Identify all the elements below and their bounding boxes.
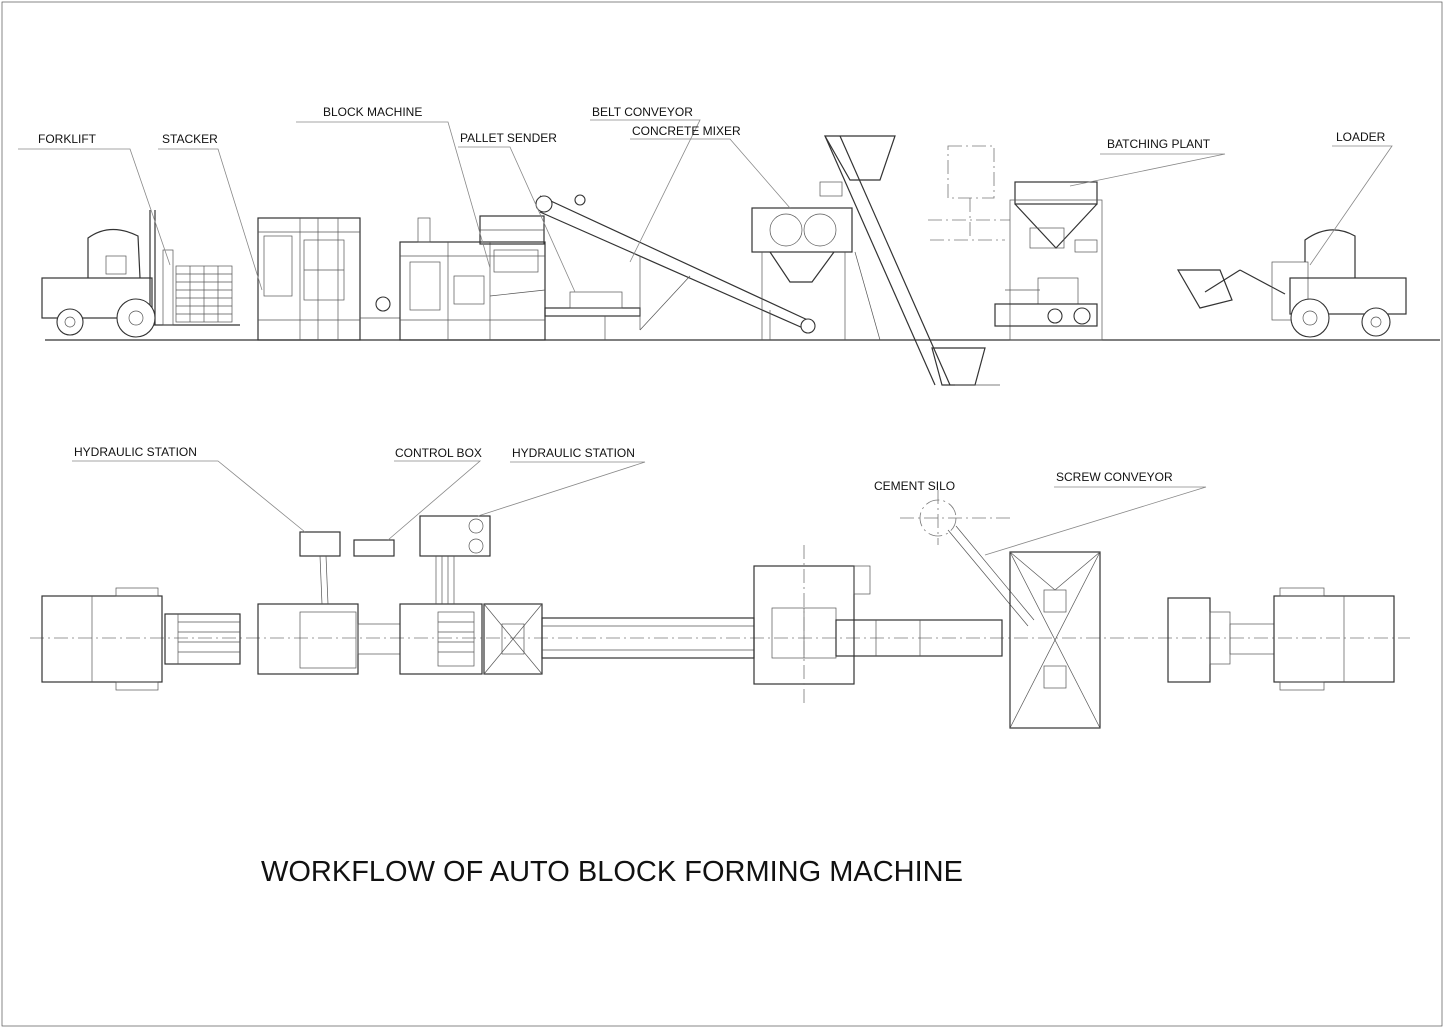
skip-hoist-drawing (823, 135, 1000, 386)
label-cement-silo: CEMENT SILO (874, 479, 955, 493)
loader-plan (1167, 587, 1395, 691)
block-machine-plan (399, 603, 543, 675)
elevation-view (18, 119, 1440, 386)
forklift-drawing (41, 210, 240, 338)
label-hydraulic-station-right: HYDRAULIC STATION (512, 446, 635, 460)
label-pallet-sender: PALLET SENDER (460, 131, 557, 145)
elevation-leaders (18, 119, 1393, 293)
plan-view (30, 460, 1410, 729)
loader-drawing (1176, 229, 1407, 338)
batching-plant-drawing (994, 181, 1103, 341)
label-screw-conveyor: SCREW CONVEYOR (1056, 470, 1173, 484)
concrete-mixer-plan (753, 545, 871, 705)
cement-silo-plan (900, 490, 1010, 545)
cement-silo-ghost (928, 145, 1010, 241)
skip-track-plan (835, 619, 1003, 657)
concrete-mixer-drawing (751, 181, 881, 341)
label-belt-conveyor: BELT CONVEYOR (592, 105, 693, 119)
label-forklift: FORKLIFT (38, 132, 97, 146)
label-hydraulic-station-left: HYDRAULIC STATION (74, 445, 197, 459)
label-control-box: CONTROL BOX (395, 446, 482, 460)
control-box-plan (353, 539, 395, 557)
pallet-sender-drawing (544, 291, 641, 340)
screw-conveyor-plan (947, 529, 1029, 627)
labels: FORKLIFT STACKER BLOCK MACHINE PALLET SE… (38, 105, 1386, 888)
reel-icon (375, 296, 391, 312)
label-stacker: STACKER (162, 132, 218, 146)
drawing-title: WORKFLOW OF AUTO BLOCK FORMING MACHINE (261, 856, 963, 888)
hydraulic-station-right-plan (419, 515, 491, 604)
stacker-drawing (257, 217, 361, 341)
forklift-plan (41, 587, 241, 691)
batching-plant-plan (1009, 551, 1101, 729)
label-block-machine: BLOCK MACHINE (323, 105, 422, 119)
stacker-plan (257, 603, 359, 675)
hydraulic-station-left-plan (299, 531, 341, 557)
belt-conveyor-drawing (535, 194, 816, 340)
label-loader: LOADER (1336, 130, 1386, 144)
label-concrete-mixer: CONCRETE MIXER (632, 124, 741, 138)
label-batching-plant: BATCHING PLANT (1107, 137, 1211, 151)
block-machine-drawing (399, 215, 546, 341)
plan-leaders (72, 460, 1207, 556)
